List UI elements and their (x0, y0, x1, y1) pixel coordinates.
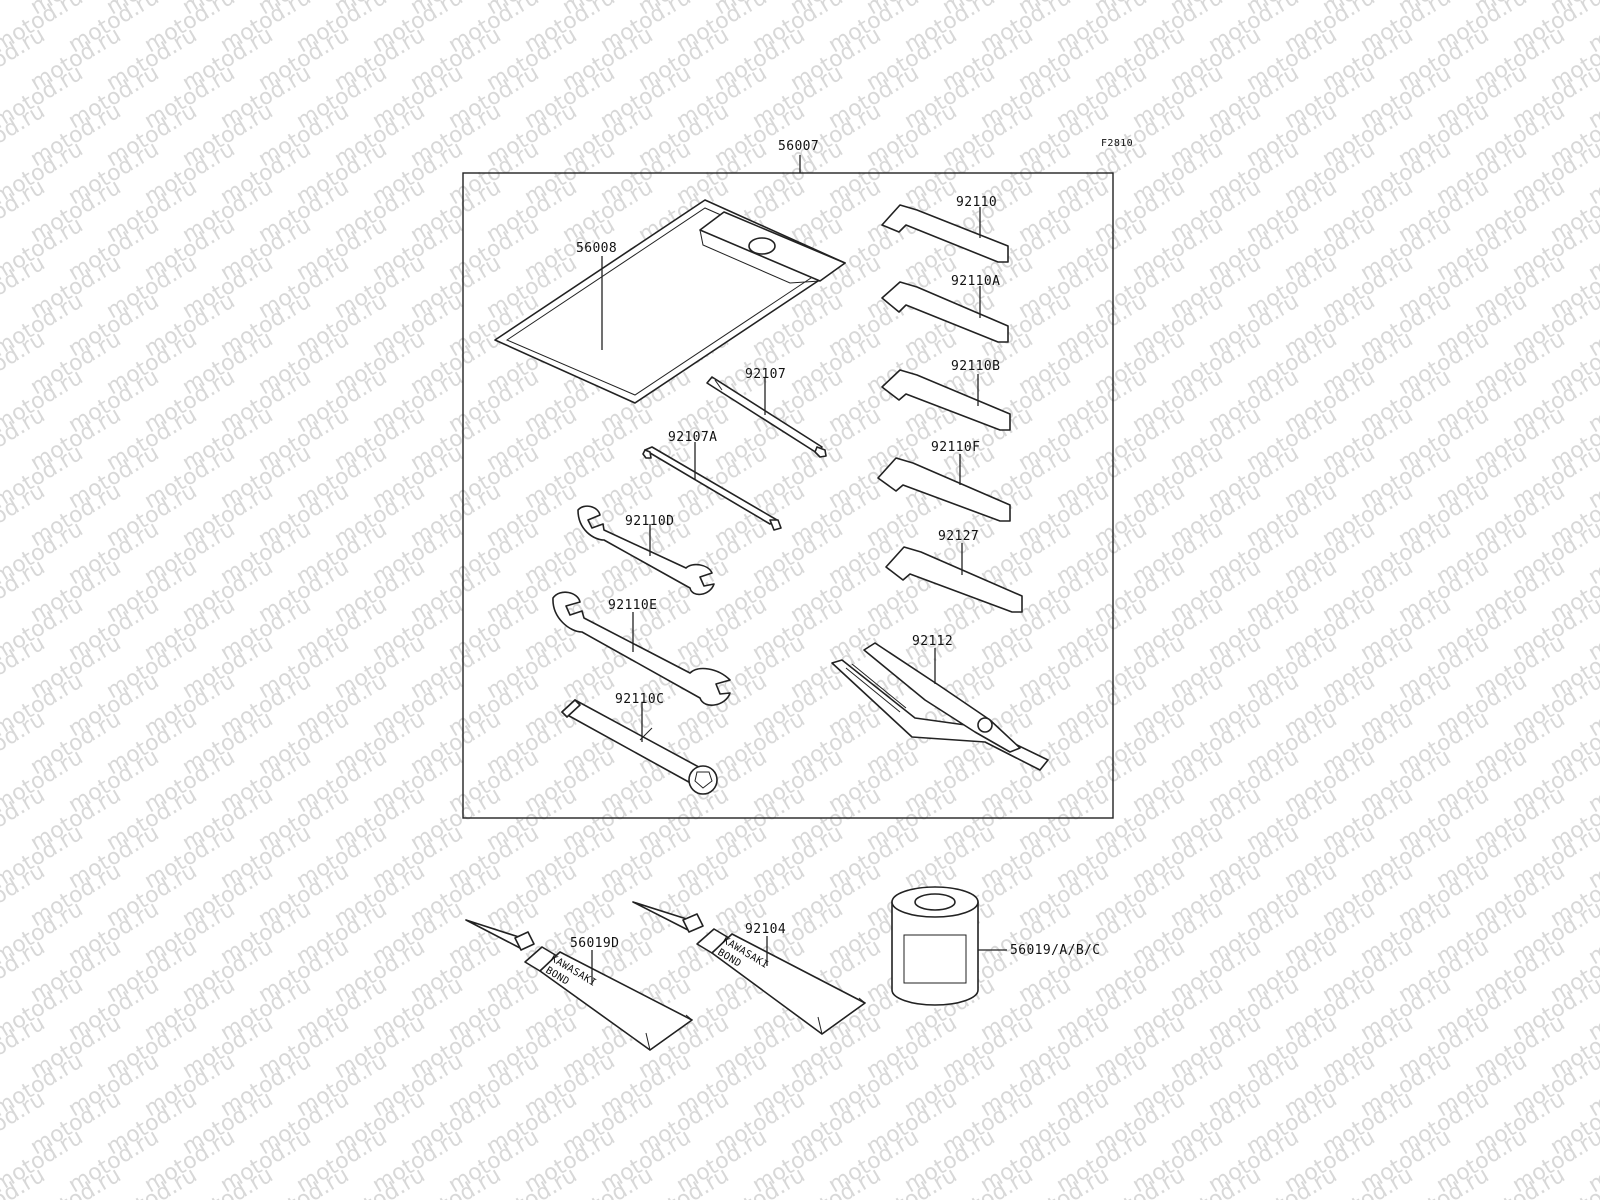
figure-code: F2810 (1101, 138, 1133, 149)
bond-tube-56019d: KAWASAKI BOND 56019D (465, 919, 693, 1051)
label-92104: 92104 (745, 922, 786, 937)
wrench-92110d: 92110D (577, 505, 715, 596)
label-92110: 92110 (956, 195, 997, 210)
tool-bag-56008: 56008 (494, 199, 846, 404)
bond-can-56019abc: 56019/A/B/C (891, 886, 1101, 1006)
label-92112: 92112 (912, 634, 953, 649)
label-92110d: 92110D (625, 514, 674, 529)
label-92110e: 92110E (608, 598, 657, 613)
wrench-92110e: 92110E (552, 591, 731, 706)
label-92107: 92107 (745, 367, 786, 382)
box-spanner-92110c: 92110C (561, 692, 718, 795)
tool-kit-box: 56007 (462, 139, 1114, 819)
label-92107a: 92107A (668, 430, 717, 445)
hex-key-92110f: 92110F (877, 440, 1011, 522)
label-56008: 56008 (576, 241, 617, 256)
label-92127: 92127 (938, 529, 979, 544)
label-92110f: 92110F (931, 440, 980, 455)
label-92110a: 92110A (951, 274, 1000, 289)
label-56019d: 56019D (570, 936, 619, 951)
hex-key-92110: 92110 (881, 195, 1009, 263)
screwdriver-92107a: 92107A (642, 430, 782, 531)
hex-key-92110b: 92110B (881, 359, 1011, 431)
hex-key-92110a: 92110A (881, 274, 1009, 343)
kit-label: 56007 (778, 139, 819, 154)
label-56019abc: 56019/A/B/C (1010, 943, 1101, 958)
hex-key-92127: 92127 (885, 529, 1023, 613)
screwdriver-92107: 92107 (706, 367, 827, 458)
label-92110b: 92110B (951, 359, 1000, 374)
pliers-92112: 92112 (831, 634, 1049, 771)
label-92110c: 92110C (615, 692, 664, 707)
